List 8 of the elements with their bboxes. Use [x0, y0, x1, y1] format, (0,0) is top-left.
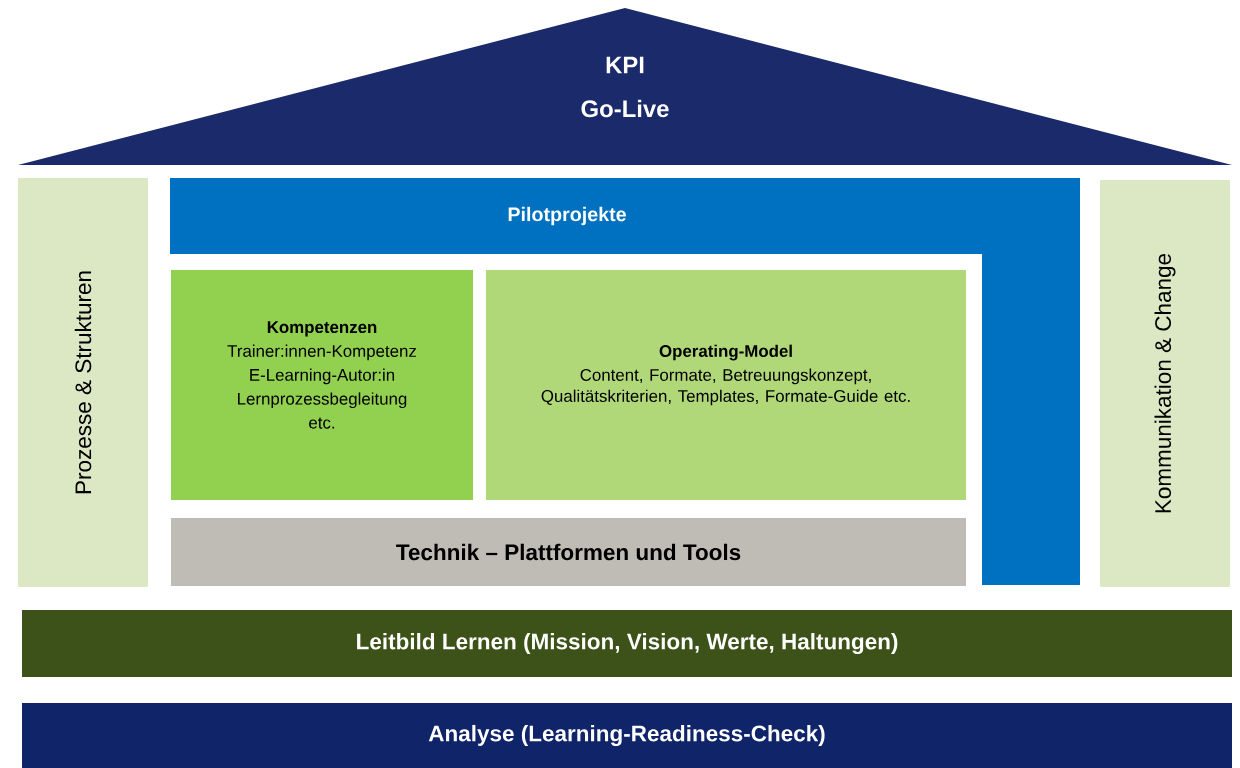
pillar: Kommunikation & Change [1100, 180, 1230, 587]
roof-triangle: KPI Go-Live [18, 8, 1232, 165]
content-box: Kompetenzen Trainer:innen-Kompetenz E-Learning-Autor:in Lernprozessbegleitung etc. [171, 270, 473, 500]
band: Leitbild Lernen (Mission, Vision, Werte, Haltungen) [22, 610, 1232, 677]
content-box: Operating-Model Content, Formate, Betreuungskonzept, Qualitätskriterien, Templates, Formate-Guide etc. [486, 270, 966, 500]
band: Analyse (Learning-Readiness-Check) [22, 703, 1232, 768]
band: Technik – Plattformen und Tools [171, 518, 966, 586]
pillar: Prozesse & Strukturen [18, 178, 148, 587]
